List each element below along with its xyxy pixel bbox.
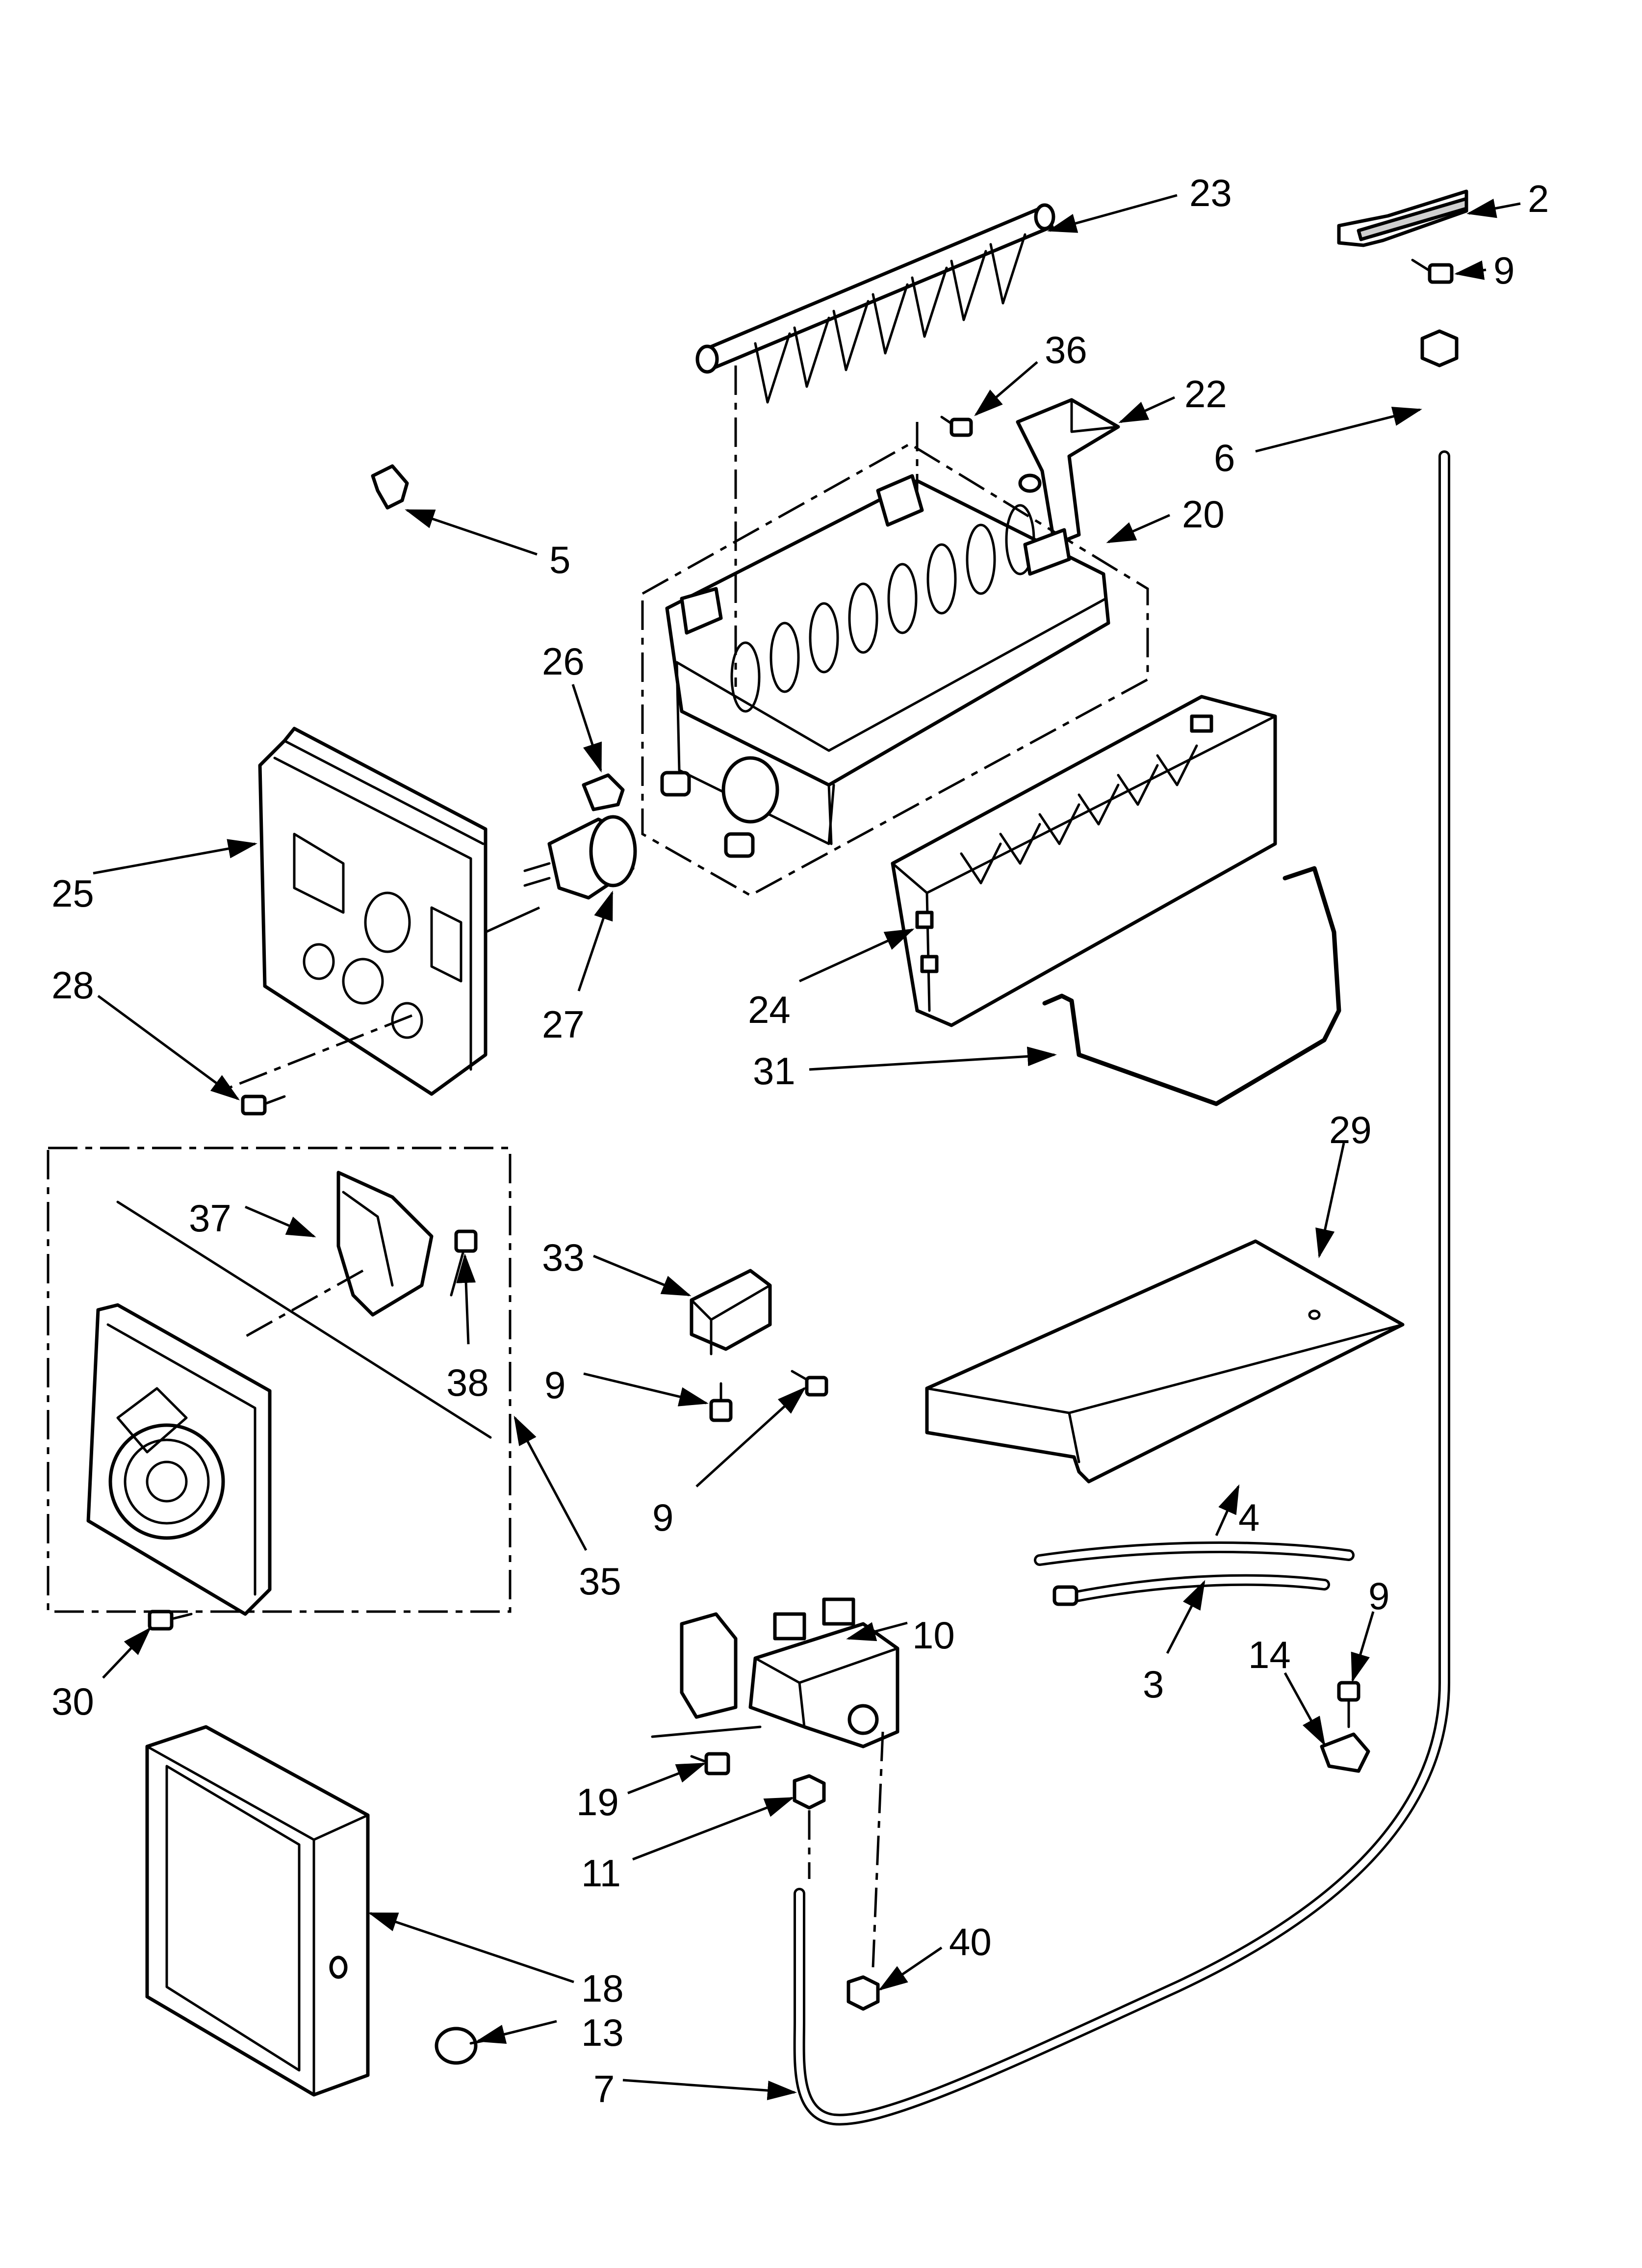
part-10-water-valve	[651, 1597, 899, 1748]
callout-28: 28	[51, 964, 94, 1007]
callout-35: 35	[579, 1560, 621, 1603]
part-40-nut	[847, 1975, 880, 2011]
callout-7: 7	[593, 2067, 615, 2111]
callout-20: 20	[1182, 493, 1225, 536]
part-9-screw-center-b	[791, 1370, 828, 1397]
callout-40: 40	[949, 1920, 992, 1963]
part-30-screw	[148, 1610, 193, 1631]
part-38-screw	[450, 1229, 478, 1297]
callout-36: 36	[1045, 328, 1087, 371]
part-6-nut	[1420, 329, 1459, 367]
part-26-clip	[582, 773, 625, 811]
callout-29: 29	[1329, 1108, 1372, 1151]
callout-14: 14	[1248, 1633, 1291, 1676]
callout-3: 3	[1143, 1663, 1164, 1706]
callout-38: 38	[446, 1361, 489, 1404]
callout-labels: 23 2 9 36 22 6 20 5 26 25 27 28 24 31 29…	[51, 171, 1549, 2111]
part-9-screw-top-right	[1411, 259, 1454, 284]
callout-9-center-a: 9	[544, 1363, 565, 1407]
part-31-shutoff-arm	[1042, 866, 1341, 1106]
callout-11: 11	[581, 1851, 621, 1895]
part-28-screw	[241, 1095, 286, 1116]
part-9-screw-right	[1337, 1681, 1360, 1728]
part-5-clip	[371, 464, 409, 510]
part-2-bracket	[1337, 189, 1468, 247]
part-11-nut	[793, 1774, 826, 1810]
part-9-screw-center-a	[709, 1382, 733, 1422]
part-29-shield	[925, 1239, 1405, 1484]
callout-30: 30	[51, 1680, 94, 1723]
callout-37: 37	[189, 1197, 231, 1240]
callout-31: 31	[753, 1049, 795, 1093]
callout-6: 6	[1214, 436, 1235, 479]
part-19-screw	[690, 1752, 730, 1775]
callout-19: 19	[576, 1780, 619, 1824]
part-33-bracket	[690, 1269, 772, 1356]
part-18-cover	[145, 1725, 370, 2097]
callout-25: 25	[51, 872, 94, 915]
part-13-plug	[435, 2027, 485, 2065]
callout-9-right: 9	[1368, 1574, 1389, 1617]
part-23-ejector	[695, 203, 1055, 404]
callout-9-center-b: 9	[652, 1496, 673, 1539]
callout-5: 5	[549, 538, 570, 581]
callout-26: 26	[542, 640, 585, 683]
callout-9-top-right: 9	[1493, 249, 1514, 292]
part-25-housing	[258, 727, 487, 1096]
leader-lines	[93, 194, 1521, 2101]
callout-2: 2	[1528, 177, 1549, 220]
part-36-screw	[940, 416, 973, 437]
callout-27: 27	[542, 1003, 585, 1046]
part-27-thermostat	[523, 815, 637, 900]
callout-18: 18	[581, 1967, 624, 2010]
callout-23: 23	[1189, 171, 1232, 214]
part-14-clamp	[1320, 1732, 1370, 1773]
callout-33: 33	[542, 1236, 585, 1279]
part-3-tube	[1052, 1574, 1330, 1606]
part-22-funnel	[1016, 398, 1120, 547]
part-24-cover	[891, 695, 1277, 1027]
callout-24: 24	[748, 988, 791, 1031]
part-7-water-tube	[793, 450, 1450, 2126]
callout-13: 13	[581, 2011, 624, 2054]
callout-22: 22	[1184, 372, 1227, 416]
callout-10: 10	[912, 1614, 955, 1657]
part-20-mold	[641, 443, 1149, 897]
alignment-lines	[225, 365, 919, 1968]
callout-4: 4	[1238, 1496, 1259, 1539]
part-35-module-assembly	[47, 1147, 512, 1616]
part-4-tube	[1034, 1541, 1355, 1566]
